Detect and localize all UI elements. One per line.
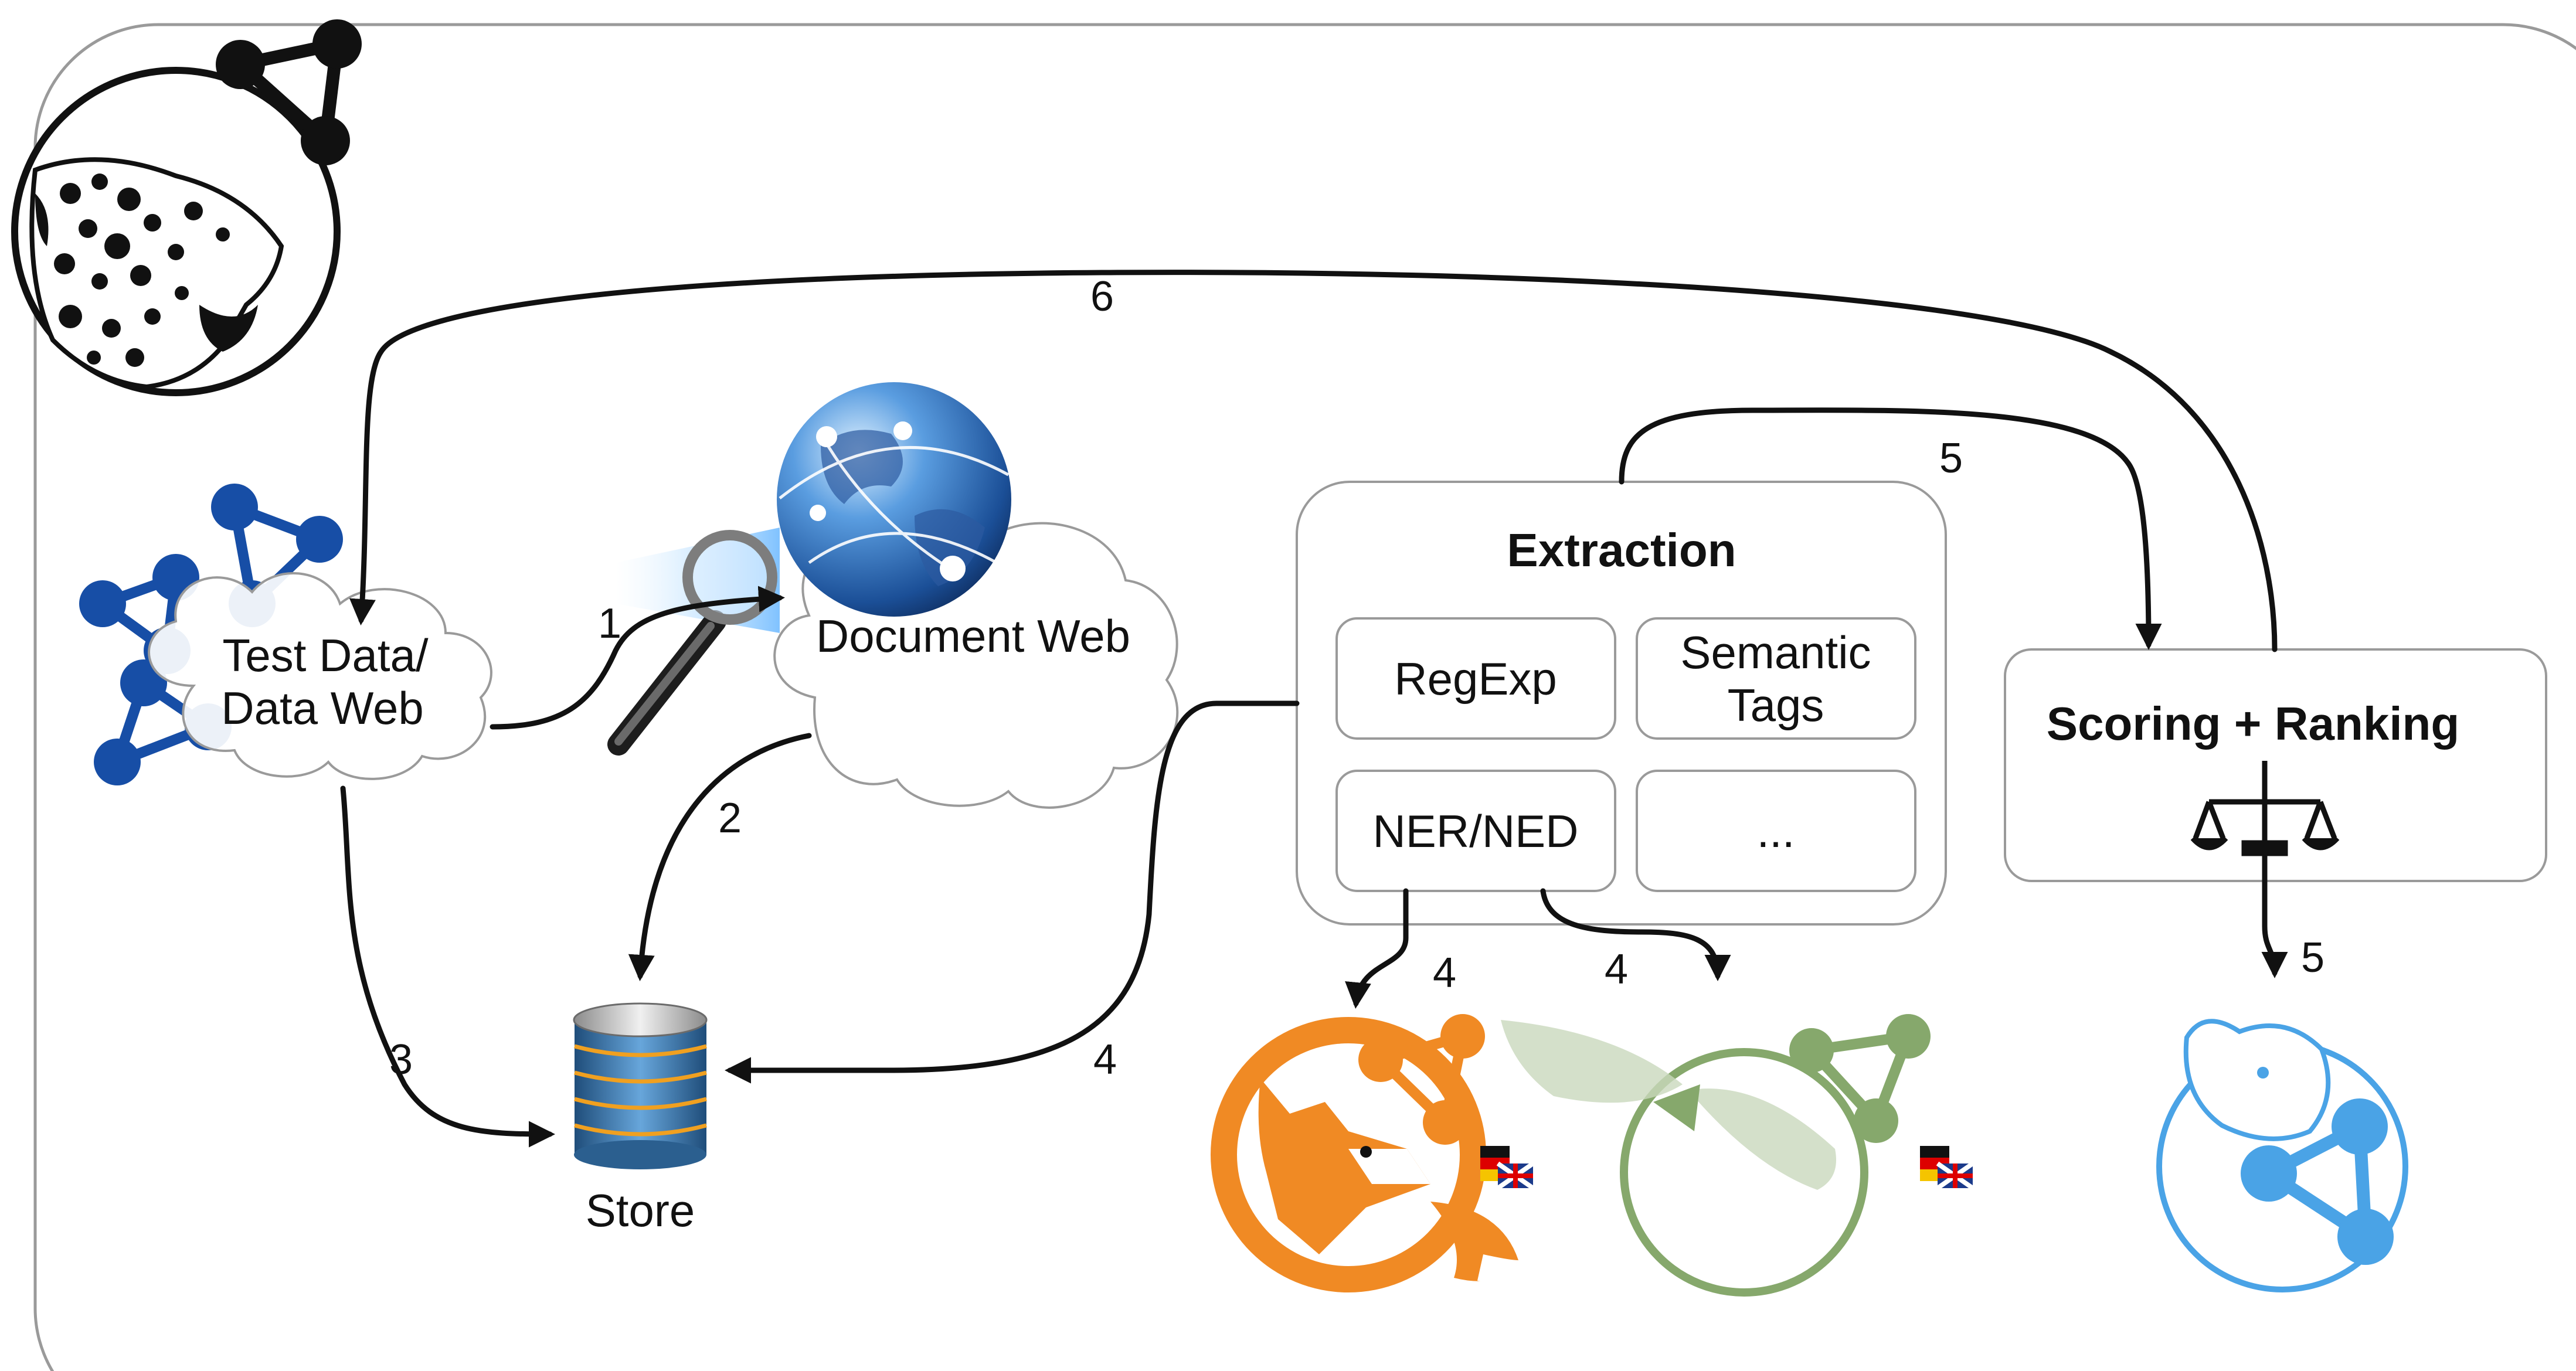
edge-5-bottom-label: 5: [2301, 934, 2324, 981]
edge-4-agdistis-arrow: [1540, 888, 1731, 981]
edge-labels: 1 2 3 4 4 4 5 5 6: [389, 273, 2324, 1083]
edge-5-top-arrow: [1619, 407, 2162, 650]
edge-4-fox-label: 4: [1433, 950, 1456, 996]
edge-4-store-label: 4: [1093, 1036, 1117, 1083]
edge-5-bottom-arrow: [2261, 850, 2288, 978]
regexp-label: RegExp: [1394, 653, 1557, 705]
outer-frame: [33, 23, 2576, 1371]
ner-ned-label: NER/NED: [1372, 805, 1578, 857]
globe-icon: [777, 382, 1011, 617]
hamster-logo-icon: [2156, 1019, 2408, 1292]
edge-2-label: 2: [718, 795, 742, 842]
document-web-label: Document Web: [816, 610, 1130, 662]
more-module: ...: [1636, 770, 1916, 892]
edge-2-arrow: [628, 733, 812, 981]
test-data-label-line2: Data Web: [221, 682, 423, 734]
edge-6-arrow: [349, 270, 2278, 652]
edge-4-fox-arrow: [1345, 888, 1409, 1009]
edge-6-label: 6: [1090, 273, 1114, 320]
edge-3-label: 3: [389, 1036, 413, 1083]
scoring-ranking-title: Scoring + Ranking: [2047, 698, 2460, 750]
agdistis-logo-icon: [1501, 1014, 1931, 1297]
magnifier-icon: [607, 528, 780, 756]
test-data-cloud: Test Data/ Data Web: [148, 572, 492, 780]
semantic-tags-module: Semantic Tags: [1636, 617, 1916, 740]
scoring-ranking-box: Scoring + Ranking: [2004, 648, 2547, 882]
edge-1-label: 1: [598, 600, 621, 647]
edge-4-store-arrow: [725, 700, 1300, 1084]
jaguar-logo-icon: [11, 19, 362, 396]
arrows: [340, 270, 2288, 1148]
extraction-title: Extraction: [1507, 524, 1736, 576]
fox-logo-icon: [1211, 1014, 1518, 1292]
edge-1-arrow: [490, 586, 785, 730]
test-data-label-line1: Test Data/: [222, 630, 428, 681]
edge-5-top-label: 5: [1939, 435, 1963, 482]
semantic-tags-label-line1: Semantic: [1680, 627, 1871, 678]
more-label: ...: [1756, 805, 1795, 857]
database-store-icon: Store: [573, 1002, 708, 1236]
extraction-box: Extraction RegExp Semantic Tags NER/NED …: [1296, 481, 1947, 926]
store-label: Store: [586, 1185, 695, 1236]
ner-ned-module: NER/NED: [1335, 770, 1616, 892]
edge-3-arrow: [340, 785, 555, 1148]
edge-4-agdistis-label: 4: [1605, 946, 1628, 993]
regexp-module: RegExp: [1335, 617, 1616, 740]
semantic-tags-label-line2: Tags: [1728, 679, 1824, 731]
flags-icon: [1480, 1146, 1975, 1190]
